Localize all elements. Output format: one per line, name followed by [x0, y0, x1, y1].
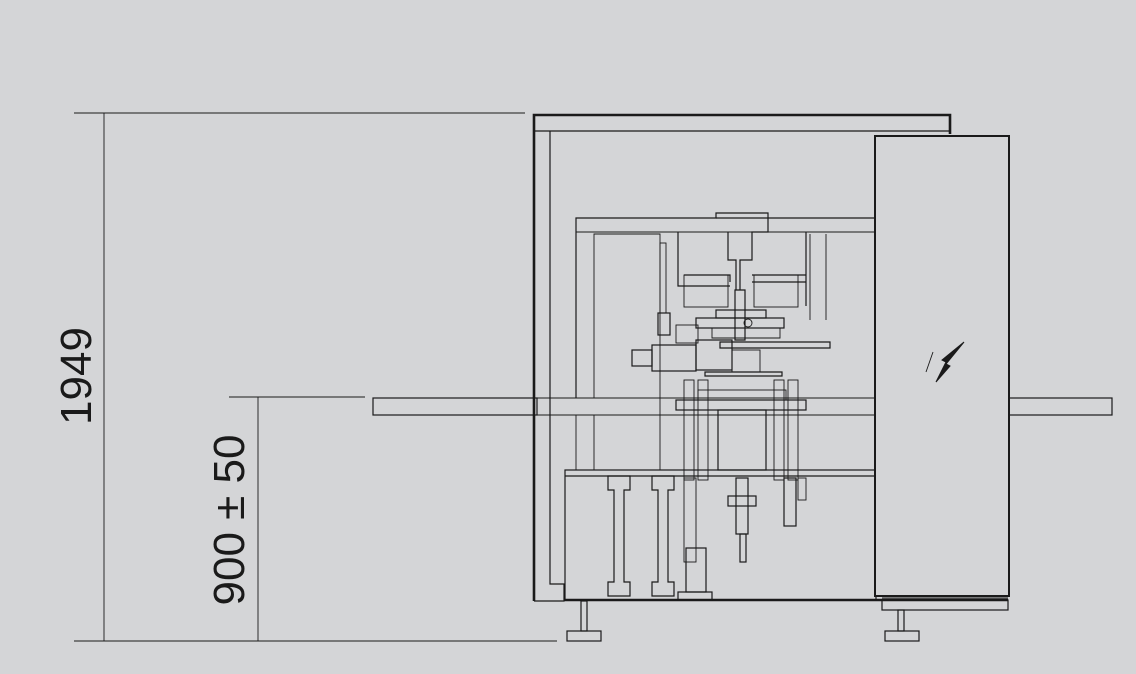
- left-housing: [683, 274, 729, 308]
- foot-left: [566, 600, 602, 642]
- lower-mechanism: [675, 379, 807, 601]
- cabinet-beams: [607, 475, 675, 597]
- head-spindle-left: [727, 232, 737, 290]
- center-column: [717, 409, 767, 471]
- foot-right: [884, 609, 920, 642]
- lower-table-upper: [697, 389, 787, 401]
- left-column-lower: [575, 415, 595, 470]
- right-housing: [753, 274, 799, 308]
- center-spindle-collar: [727, 495, 757, 507]
- frame-left-wall: [534, 131, 565, 602]
- overall-height-dimension: 1949: [52, 112, 557, 642]
- working-height-dimension: 900 ± 50: [205, 396, 365, 641]
- left-bell: [677, 232, 731, 287]
- cabinet-beam-right: [651, 475, 675, 597]
- electrical-cabinet-base: [881, 599, 1009, 611]
- foot-left-pad: [566, 630, 602, 642]
- conveyor-outfeed: [1008, 397, 1113, 416]
- actuator-body: [651, 344, 697, 372]
- clamp-top: [715, 309, 767, 319]
- lightning-bolt-icon: [925, 341, 965, 383]
- guide-block: [657, 312, 671, 336]
- frame-outer-contour: [532, 113, 952, 601]
- cabinet-beam-left: [607, 475, 631, 597]
- filling-head: [631, 217, 831, 377]
- turntable: [704, 371, 783, 377]
- clamp-plate: [695, 317, 785, 329]
- machine-feet: [566, 600, 920, 642]
- shaft-right-inner: [773, 379, 785, 481]
- overall-height-label: 1949: [52, 327, 101, 425]
- actuator-block: [631, 349, 653, 367]
- foot-left-stem: [580, 600, 588, 632]
- shaft-right: [787, 379, 799, 481]
- actuator-head: [695, 339, 733, 371]
- guide-rod: [659, 242, 667, 314]
- center-spindle-tip: [739, 533, 747, 563]
- head-arm: [719, 341, 831, 349]
- shaft-left: [683, 379, 695, 481]
- valve-block: [675, 324, 699, 344]
- conveyor-infeed: [372, 397, 538, 416]
- right-inner-column: [809, 234, 827, 320]
- clamp-bolt: [743, 318, 753, 328]
- right-spindle: [783, 477, 797, 527]
- clamp-lower: [711, 327, 781, 339]
- right-spindle-collar: [797, 477, 807, 501]
- foot-right-pad: [884, 630, 920, 642]
- lightning-bolt-tail: [925, 351, 934, 373]
- turntable-hub: [731, 349, 761, 373]
- shaft-left-inner: [697, 379, 709, 481]
- electrical-cabinet-door: [874, 135, 1010, 597]
- motor-base: [677, 591, 713, 601]
- lower-table: [675, 399, 807, 411]
- head-spindle-right: [716, 217, 769, 341]
- electrical-cabinet: [874, 135, 1010, 611]
- left-spindle: [683, 477, 697, 563]
- left-inner-column: [593, 233, 661, 470]
- foot-right-stem: [897, 609, 905, 632]
- working-height-label: 900 ± 50: [205, 435, 254, 606]
